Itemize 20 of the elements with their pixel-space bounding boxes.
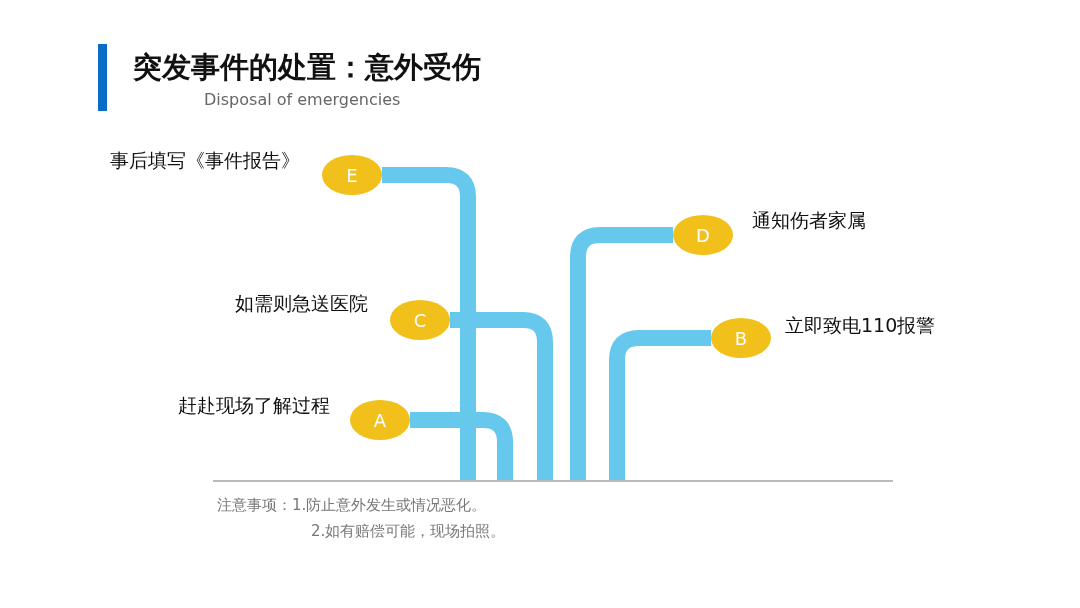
- note-text: 2.如有赔偿可能，现场拍照。: [311, 522, 506, 541]
- letter-circle: D: [673, 215, 733, 255]
- letter-circle: B: [711, 318, 771, 358]
- pipe-connector: [410, 412, 513, 480]
- step-label: 立即致电110报警: [785, 313, 936, 338]
- pipe-connector: [382, 167, 476, 480]
- step-label: 如需则急送医院: [235, 291, 368, 316]
- letter-circle: A: [350, 400, 410, 440]
- letter-circle: E: [322, 155, 382, 195]
- note-text: 注意事项：1.防止意外发生或情况恶化。: [217, 496, 487, 515]
- subtitle: Disposal of emergencies: [204, 90, 401, 109]
- pipe-connector: [570, 227, 673, 480]
- letter-circle: C: [390, 300, 450, 340]
- pipe-connector: [609, 330, 711, 480]
- step-label: 通知伤者家属: [752, 208, 866, 233]
- base-line: [213, 480, 893, 482]
- step-label: 事后填写《事件报告》: [110, 148, 300, 173]
- pipe-connector: [450, 312, 553, 480]
- title: 突发事件的处置：意外受伤: [133, 49, 481, 86]
- step-label: 赶赴现场了解过程: [178, 393, 330, 418]
